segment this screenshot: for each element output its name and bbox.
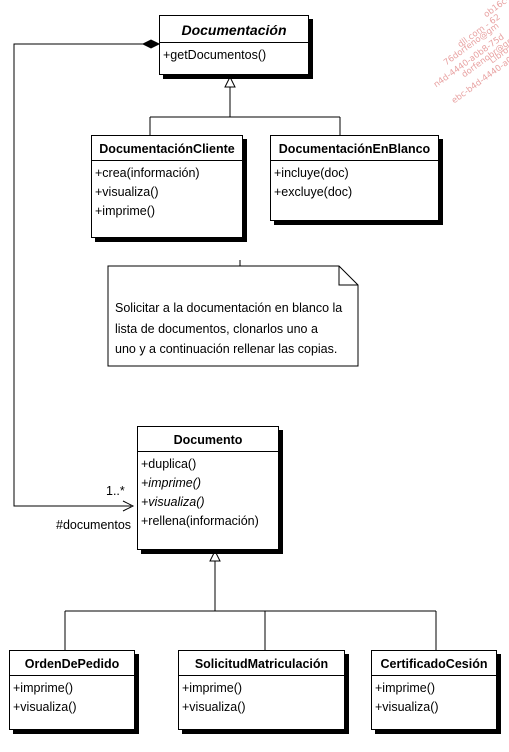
role-label: #documentos bbox=[56, 518, 132, 532]
operations: +imprime() +visualiza() bbox=[10, 676, 134, 721]
operations: +imprime() +visualiza() bbox=[372, 676, 496, 721]
operation: +getDocumentos() bbox=[163, 48, 267, 62]
class-name: Documento bbox=[138, 427, 278, 452]
operation: +rellena(información) bbox=[141, 514, 259, 528]
association-arrowhead bbox=[122, 500, 135, 512]
class-name: DocumentaciónCliente bbox=[92, 136, 242, 161]
class-name: DocumentaciónEnBlanco bbox=[271, 136, 438, 161]
operation: +excluye(doc) bbox=[274, 185, 353, 199]
operation: +imprime() bbox=[95, 204, 156, 218]
operation: +visualiza() bbox=[182, 700, 246, 714]
operation: +imprime() bbox=[375, 681, 436, 695]
note-line: lista de documentos, clonarlos uno a bbox=[115, 321, 318, 336]
operation-abstract: +visualiza() bbox=[141, 495, 205, 509]
composition-diamond bbox=[141, 39, 161, 49]
operation-abstract: +imprime() bbox=[141, 476, 202, 490]
multiplicity-label: 1..* bbox=[106, 484, 125, 498]
operation: +imprime() bbox=[182, 681, 243, 695]
operation: +visualiza() bbox=[95, 185, 159, 199]
generalization-arrow-documentacion bbox=[224, 75, 236, 88]
operations: +duplica() +imprime() +visualiza() +rell… bbox=[138, 452, 278, 535]
class-name: SolicitudMatriculación bbox=[179, 651, 344, 676]
operation: +visualiza() bbox=[375, 700, 439, 714]
operations: +imprime() +visualiza() bbox=[179, 676, 344, 721]
operations: +incluye(doc) +excluye(doc) bbox=[271, 161, 438, 206]
class-documentacion: Documentación +getDocumentos() bbox=[159, 15, 309, 75]
note-text: Solicitar a la documentación en blanco l… bbox=[115, 298, 352, 360]
class-documentacion-cliente: DocumentaciónCliente +crea(información) … bbox=[91, 135, 243, 238]
generalization-arrow-documento bbox=[209, 549, 221, 562]
class-name: CertificadoCesión bbox=[372, 651, 496, 676]
operation: +imprime() bbox=[13, 681, 74, 695]
class-documento: Documento +duplica() +imprime() +visuali… bbox=[137, 426, 279, 550]
class-documentacion-en-blanco: DocumentaciónEnBlanco +incluye(doc) +exc… bbox=[270, 135, 439, 221]
association-line bbox=[13, 43, 143, 507]
class-solicitud-matriculacion: SolicitudMatriculación +imprime() +visua… bbox=[178, 650, 345, 730]
class-name: OrdenDePedido bbox=[10, 651, 134, 676]
operation: +visualiza() bbox=[13, 700, 77, 714]
class-certificado-cesion: CertificadoCesión +imprime() +visualiza(… bbox=[371, 650, 497, 730]
note-line: Solicitar a la documentación en blanco l… bbox=[115, 301, 343, 315]
note-shape bbox=[107, 265, 359, 367]
note-line: uno y a continuación rellenar las copias… bbox=[115, 342, 338, 356]
operation: +duplica() bbox=[141, 457, 197, 471]
operation: +incluye(doc) bbox=[274, 166, 349, 180]
operations: +getDocumentos() bbox=[160, 43, 308, 69]
operations: +crea(información) +visualiza() +imprime… bbox=[92, 161, 242, 225]
operation: +crea(información) bbox=[95, 166, 200, 180]
class-name: Documentación bbox=[160, 16, 308, 43]
note: Solicitar a la documentación en blanco l… bbox=[108, 266, 358, 366]
class-orden-de-pedido: OrdenDePedido +imprime() +visualiza() bbox=[9, 650, 135, 730]
note-fold bbox=[338, 266, 358, 286]
watermark: ob16c- dll.com - 62 76dorfeno@gm n4d-444… bbox=[360, 0, 509, 108]
